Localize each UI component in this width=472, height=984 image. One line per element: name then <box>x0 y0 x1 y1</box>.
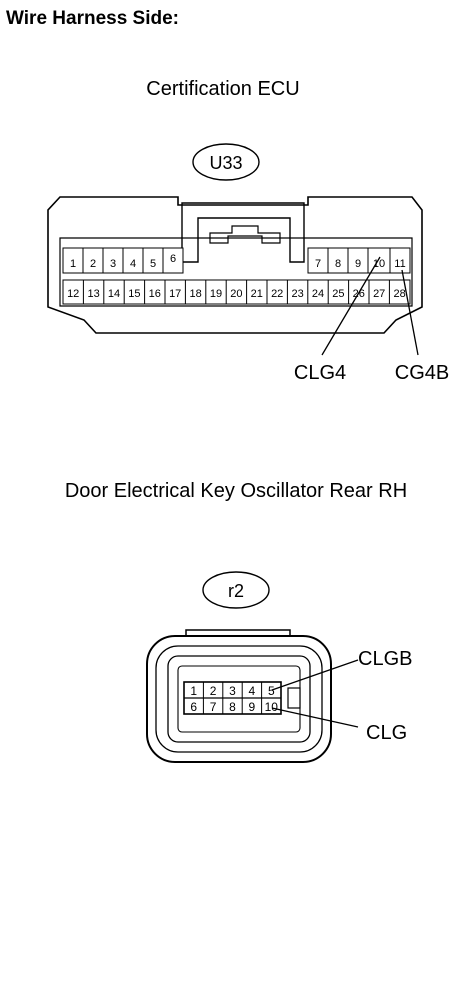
pin-label: 4 <box>130 258 136 270</box>
pin-label: 19 <box>210 288 222 300</box>
pin-label: 18 <box>189 288 201 300</box>
pin-label: 1 <box>190 684 197 698</box>
callout-label-clg4: CLG4 <box>294 362 346 384</box>
connector-lock-key <box>209 225 281 244</box>
pin-label: 7 <box>210 700 217 714</box>
pin-label: 23 <box>291 288 303 300</box>
callout-line-clg4 <box>321 256 381 356</box>
connector-inner-body <box>167 655 311 743</box>
pin-label: 4 <box>249 684 256 698</box>
connector-code-bubble <box>202 571 270 609</box>
pin-label: 20 <box>230 288 242 300</box>
pin-label: 5 <box>268 684 275 698</box>
pin-label: 13 <box>87 288 99 300</box>
connector-code: U33 <box>209 153 242 173</box>
pin-label: 1 <box>70 258 76 270</box>
pin-block: 1 2 3 4 5 6 7 8 9 10 <box>183 681 282 715</box>
pin-label: 9 <box>249 700 256 714</box>
connector-r2: r2 1 2 3 4 5 6 7 8 9 10 <box>146 571 412 763</box>
connector-key-slot <box>287 687 301 709</box>
pin-label: 27 <box>373 288 385 300</box>
pin-label: 15 <box>128 288 140 300</box>
callout-line-cg4b <box>401 269 419 356</box>
pin-label: 16 <box>149 288 161 300</box>
pin-label: 11 <box>394 258 405 270</box>
pin-label: 6 <box>190 700 197 714</box>
connector-u33: U33 1 2 3 4 5 6 7 <box>47 143 449 384</box>
connector-r2-name: Door Electrical Key Oscillator Rear RH <box>64 480 408 502</box>
pin-label: 2 <box>90 258 96 270</box>
connector-top-tab <box>185 629 291 638</box>
pin-label: 17 <box>169 288 181 300</box>
pin-label: 22 <box>271 288 283 300</box>
pin-label: 9 <box>355 258 361 270</box>
connector-lock <box>181 202 305 263</box>
pin-label: 14 <box>108 288 120 300</box>
pin-label: 25 <box>332 288 344 300</box>
connector-inner-body <box>59 237 413 307</box>
pin-row-1-right: 7 8 9 10 11 <box>307 247 411 274</box>
pin-label: 3 <box>110 258 116 270</box>
connector-code-bubble <box>192 143 260 181</box>
pin-label: 5 <box>150 258 156 270</box>
pin-label: 28 <box>393 288 405 300</box>
pin-label: 2 <box>210 684 217 698</box>
pin-label: 21 <box>251 288 263 300</box>
pin-label: 6 <box>170 253 176 265</box>
pin-label: 8 <box>229 700 236 714</box>
callout-label-cg4b: CG4B <box>395 362 449 384</box>
callout-line-clg <box>271 707 359 728</box>
pin-label: 8 <box>335 258 341 270</box>
pin-row-2: 12 13 14 15 16 17 18 19 20 21 22 23 24 2… <box>62 279 411 305</box>
pin-label: 10 <box>373 258 385 270</box>
connector-housing-rim <box>155 645 323 753</box>
connector-code: r2 <box>228 581 244 601</box>
pin-label: 10 <box>265 700 279 714</box>
callout-line-clgb <box>271 659 359 691</box>
callout-label-clg: CLG <box>366 722 407 744</box>
callout-label-clgb: CLGB <box>358 648 412 670</box>
page-title: Wire Harness Side: <box>6 8 180 29</box>
pin-label: 12 <box>67 288 79 300</box>
pin-label: 24 <box>312 288 324 300</box>
connector-u33-name: Certification ECU <box>146 78 300 100</box>
pin-row-1-left: 1 2 3 4 5 6 <box>62 247 184 274</box>
pin-label: 7 <box>315 258 321 270</box>
pin-label: 3 <box>229 684 236 698</box>
